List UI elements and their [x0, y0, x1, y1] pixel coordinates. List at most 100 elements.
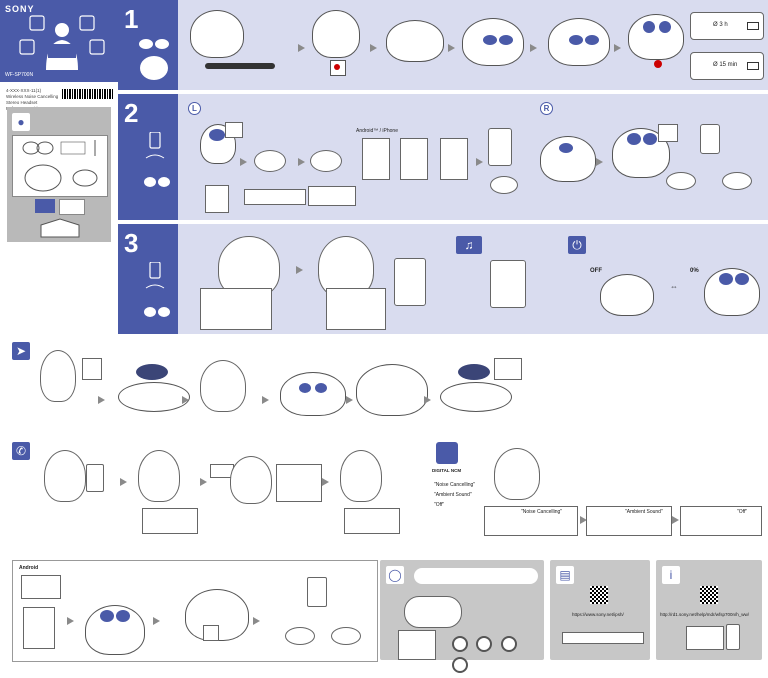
phone-screen-1[interactable] [362, 138, 390, 180]
step-arrow [200, 478, 207, 486]
help-url[interactable]: http://rd1.sony.net/help/mdr/wfsp700n/h_… [660, 612, 749, 617]
smartphone [86, 464, 104, 492]
contents-box [12, 135, 108, 197]
smartphone [307, 577, 327, 607]
step-arrow [67, 617, 74, 625]
mode-noise-cancelling: "Noise Cancelling" [484, 506, 578, 536]
support-qr[interactable] [590, 586, 608, 604]
head-illustration [494, 448, 540, 500]
music-player-phone[interactable] [394, 258, 426, 306]
charging-case-charging [628, 14, 684, 60]
step-arrow [580, 516, 587, 524]
phone-thumb [726, 624, 740, 650]
case-with-buds [280, 372, 346, 416]
step-1-number: 1 [124, 4, 139, 34]
mode-cycle-labels: "Noise Cancelling" "Ambient Sound" "Off" [434, 482, 476, 508]
led-blink-inset [308, 186, 356, 206]
step-arrow [346, 396, 353, 404]
step-2-number-panel: 2 [118, 94, 178, 220]
step-arrow [614, 44, 621, 52]
help-qr[interactable] [700, 586, 718, 604]
smartphone [488, 128, 512, 166]
noise-cancel-icon [436, 442, 458, 464]
android-label: Android [19, 565, 39, 571]
volume-phone[interactable] [490, 260, 526, 308]
inset [82, 358, 102, 380]
earbuds-icon [139, 39, 169, 80]
person-icon: ● [12, 113, 30, 131]
case-closed [440, 382, 512, 412]
zero-percent-label: 0% [690, 268, 699, 274]
tap-inset [225, 122, 243, 138]
step-arrow [153, 617, 160, 625]
head-illustration [230, 456, 272, 504]
step-arrow [296, 266, 303, 274]
case-with-buds [704, 268, 760, 316]
step-arrow [530, 44, 537, 52]
phone-pairing-icon [144, 132, 170, 187]
step-arrow [298, 158, 305, 166]
left-earbud-shape [666, 172, 696, 190]
charge-time-buds: Ø 3 h [690, 12, 764, 40]
case-storing-buds [600, 274, 654, 316]
step-2-number: 2 [124, 98, 139, 128]
charge-time-case: Ø 15 min [690, 52, 764, 80]
button-inset [203, 625, 219, 641]
step-arrow [262, 396, 269, 404]
case-with-buds [85, 605, 145, 655]
voice-guidance-inset [244, 189, 306, 205]
step-arrow [476, 158, 483, 166]
charging-case [190, 10, 244, 58]
music-volume-icon: ♫ [456, 236, 482, 254]
earbud-shape [254, 150, 286, 172]
box-icon [40, 218, 80, 238]
off-label: OFF [590, 268, 602, 274]
step-1-number-panel: 1 [118, 0, 178, 90]
usb-cable [205, 63, 275, 69]
end-call-inset [344, 508, 400, 534]
settings-phone-inset [23, 607, 55, 649]
charge-time-label: Ø 15 min [713, 62, 738, 68]
phone-screen-2[interactable] [400, 138, 428, 180]
swap-arrow: ⇔ [670, 282, 678, 291]
step-arrow [448, 44, 455, 52]
answer-call-inset [142, 508, 198, 534]
battery-icon [747, 62, 759, 70]
cover-panel: SONY WF-SP700N [0, 0, 118, 82]
digital-anc-label: DIGITAL NCM [432, 468, 462, 473]
step-arrow [298, 44, 305, 52]
prohibition-icons [452, 636, 538, 673]
package-contents-panel: ● [7, 107, 111, 242]
step-arrow [672, 516, 679, 524]
step-arrow [182, 396, 189, 404]
start-guide-thumb [35, 199, 55, 213]
step-arrow [98, 396, 105, 404]
right-badge: R [540, 102, 553, 115]
charging-case-with-buds [462, 18, 524, 66]
phone-screen-3[interactable] [440, 138, 468, 180]
nfc-phone-inset [21, 575, 61, 599]
right-earbud-shape [722, 172, 752, 190]
earbud-shape [490, 176, 518, 194]
mic-volume-inset [276, 464, 322, 502]
ear-fit-inset [398, 630, 436, 660]
android-pairing-panel: Android [12, 560, 378, 662]
battery-icon [747, 22, 759, 30]
support-url[interactable]: https://www.sony.net/ipsh/ [572, 612, 624, 617]
step-arrow [370, 44, 377, 52]
case-lid [458, 364, 490, 380]
phone-icon: ✆ [12, 442, 30, 460]
step-arrow [424, 396, 431, 404]
case-closing [356, 364, 428, 416]
register-bar[interactable] [562, 632, 644, 644]
step-arrow [596, 158, 603, 166]
step-3-number-panel: 3 [118, 224, 178, 334]
charging-case-remove-film [548, 18, 610, 66]
step-arrow [240, 158, 247, 166]
step-3-number: 3 [124, 228, 139, 258]
phone-music-icon [144, 262, 170, 317]
indicator-inset [330, 60, 346, 76]
charging-case-open [386, 20, 444, 62]
mode-off: "Off" [680, 506, 762, 536]
left-earbud-shape [285, 627, 315, 645]
